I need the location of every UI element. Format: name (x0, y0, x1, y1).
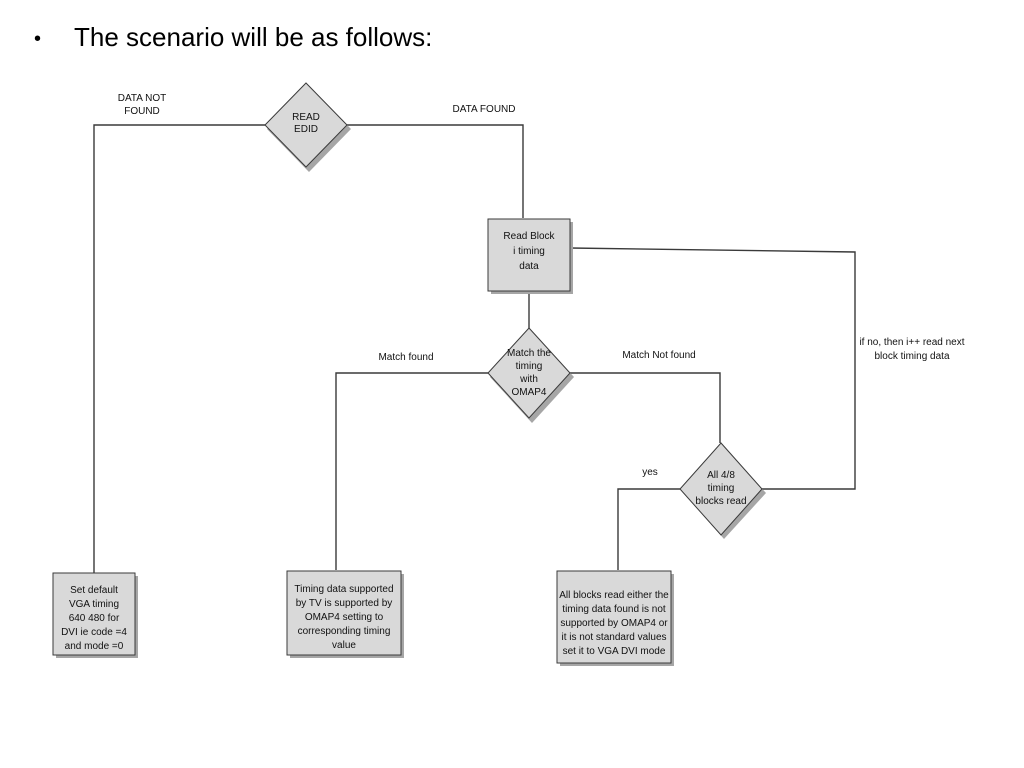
fallback-line-2: timing data found is not (562, 604, 666, 615)
all-read-line-3: blocks read (695, 496, 746, 507)
match-line-4: OMAP4 (511, 387, 546, 398)
default-line-4: DVI ie code =4 (61, 627, 127, 638)
all-read-line-1: All 4/8 (707, 470, 735, 481)
edge-match-found (335, 372, 488, 570)
read-block-line-3: data (519, 261, 539, 272)
read-block-process: Read Block i timing data (487, 218, 573, 294)
match-line-2: timing (516, 361, 543, 372)
match-timing-decision: Match the timing with OMAP4 (487, 327, 574, 423)
label-match-not-found: Match Not found (622, 350, 695, 361)
all-blocks-read-decision: All 4/8 timing blocks read (679, 442, 766, 539)
connectors (93, 124, 856, 573)
label-loop-next-1: if no, then i++ read next (859, 337, 964, 348)
read-edid-line-1: READ (292, 112, 320, 123)
supported-line-3: OMAP4 setting to (305, 612, 384, 623)
label-match-found: Match found (378, 352, 433, 363)
fallback-line-4: it is not standard values (561, 632, 666, 643)
read-block-line-2: i timing (513, 246, 545, 257)
label-loop-next-2: block timing data (874, 351, 949, 362)
fallback-line-3: supported by OMAP4 or (560, 618, 668, 629)
supported-line-2: by TV is supported by (296, 598, 393, 609)
edge-loop-next (569, 247, 856, 490)
edge-yes (617, 488, 680, 570)
read-edid-decision: READ EDID (264, 82, 351, 172)
match-line-3: with (519, 374, 538, 385)
default-line-2: VGA timing (69, 599, 119, 610)
edge-match-not-found (570, 372, 721, 443)
supported-line-5: value (332, 640, 356, 651)
timing-supported-box: Timing data supported by TV is supported… (286, 570, 404, 658)
fallback-line-5: set it to VGA DVI mode (563, 646, 666, 657)
label-yes: yes (642, 467, 658, 478)
default-line-1: Set default (70, 585, 118, 596)
set-default-box: Set default VGA timing 640 480 for DVI i… (52, 572, 138, 658)
edge-data-found (347, 124, 524, 218)
label-data-not-found-1: DATA NOT (118, 93, 167, 104)
read-block-line-1: Read Block (503, 231, 555, 242)
match-line-1: Match the (507, 348, 551, 359)
default-line-3: 640 480 for (69, 613, 120, 624)
read-edid-line-2: EDID (294, 124, 318, 135)
supported-line-1: Timing data supported (294, 584, 393, 595)
edge-labels: DATA NOT FOUND DATA FOUND Match found Ma… (118, 93, 965, 478)
all-read-line-2: timing (708, 483, 735, 494)
label-data-not-found-2: FOUND (124, 106, 160, 117)
label-data-found: DATA FOUND (453, 104, 516, 115)
default-line-5: and mode =0 (65, 641, 124, 652)
edge-data-not-found (93, 124, 265, 573)
supported-line-4: corresponding timing (298, 626, 391, 637)
fallback-line-1: All blocks read either the (559, 590, 669, 601)
heading-text: The scenario will be as follows: (74, 22, 433, 48)
slide-heading: • The scenario will be as follows: (34, 18, 634, 48)
bullet-point: • (34, 28, 42, 48)
fallback-box: All blocks read either the timing data f… (556, 570, 674, 666)
